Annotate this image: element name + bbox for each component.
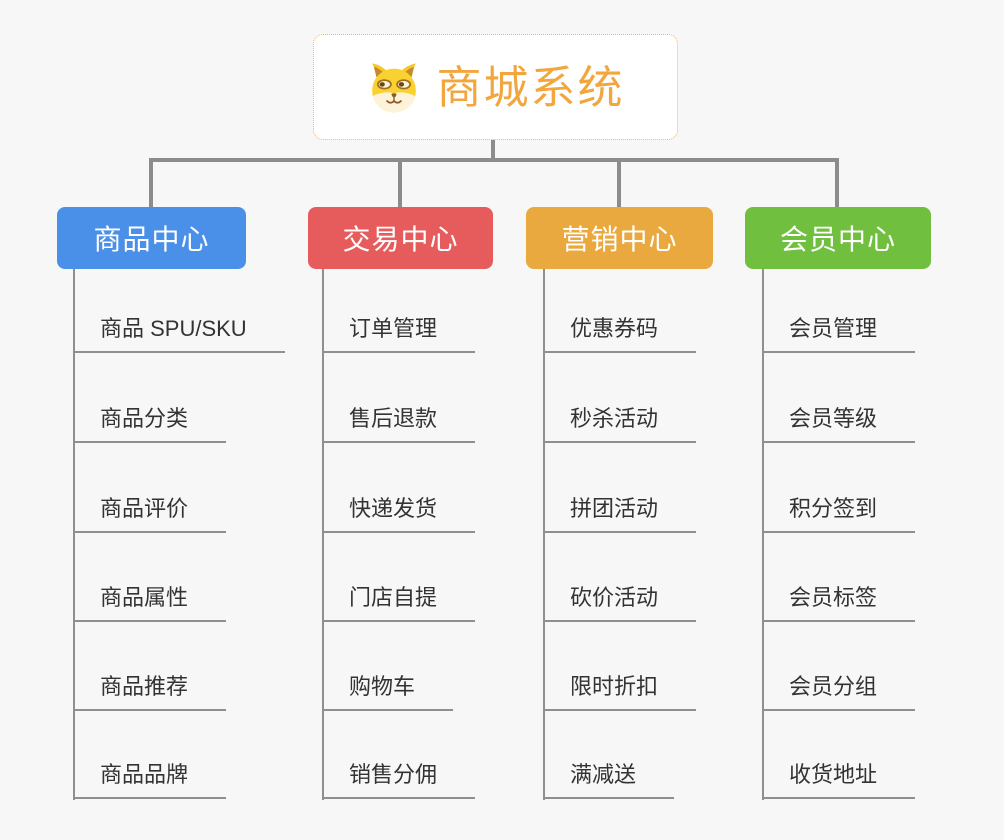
leaf-topic[interactable]: 商品 SPU/SKU (73, 314, 285, 353)
leaf-topic[interactable]: 商品品牌 (73, 760, 227, 799)
leaf-topic[interactable]: 商品推荐 (73, 672, 227, 711)
leaf-topic[interactable]: 优惠券码 (543, 314, 697, 353)
doge-icon (372, 63, 417, 113)
leaf-topic[interactable]: 销售分佣 (322, 760, 476, 799)
leaf-topic[interactable]: 商品分类 (73, 404, 227, 443)
leaf-topic[interactable]: 会员等级 (762, 404, 916, 443)
connector-drop-branch-3 (617, 158, 621, 208)
connector-drop-branch-2 (398, 158, 402, 208)
leaf-topic[interactable]: 收货地址 (762, 760, 916, 799)
connector-trunk-branch-4 (762, 269, 764, 800)
leaf-topic[interactable]: 砍价活动 (543, 583, 697, 622)
leaf-topic[interactable]: 商品属性 (73, 583, 227, 622)
connector-drop-branch-1 (149, 158, 153, 208)
branch-label: 商品中心 (93, 224, 210, 255)
branch-node-marketing-center[interactable]: 营销中心 (526, 207, 713, 269)
leaf-topic[interactable]: 秒杀活动 (543, 404, 697, 443)
connector-trunk-branch-1 (73, 269, 75, 800)
root-title: 商城系统 (436, 61, 625, 113)
leaf-topic[interactable]: 门店自提 (322, 583, 476, 622)
root-node[interactable]: 商城系统 (313, 34, 678, 140)
leaf-topic[interactable]: 订单管理 (322, 314, 476, 353)
leaf-topic[interactable]: 会员标签 (762, 583, 916, 622)
branch-label: 会员中心 (779, 224, 896, 255)
leaf-topic[interactable]: 会员管理 (762, 314, 916, 353)
leaf-topic[interactable]: 会员分组 (762, 672, 916, 711)
leaf-topic[interactable]: 商品评价 (73, 494, 227, 533)
branch-label: 营销中心 (561, 224, 678, 255)
connector-trunk-branch-2 (322, 269, 324, 800)
branch-node-trade-center[interactable]: 交易中心 (308, 207, 493, 269)
leaf-topic[interactable]: 快递发货 (322, 494, 476, 533)
leaf-topic[interactable]: 购物车 (322, 672, 454, 711)
leaf-topic[interactable]: 拼团活动 (543, 494, 697, 533)
branch-node-member-center[interactable]: 会员中心 (745, 207, 931, 269)
leaf-topic[interactable]: 售后退款 (322, 404, 476, 443)
leaf-topic[interactable]: 满减送 (543, 760, 675, 799)
branch-node-product-center[interactable]: 商品中心 (57, 207, 246, 269)
connector-horizontal-bar (150, 158, 839, 162)
connector-trunk-branch-3 (543, 269, 545, 800)
leaf-topic[interactable]: 限时折扣 (543, 672, 697, 711)
branch-label: 交易中心 (342, 224, 459, 255)
leaf-topic[interactable]: 积分签到 (762, 494, 916, 533)
connector-drop-branch-4 (835, 158, 839, 208)
connector-root-stub (491, 140, 495, 162)
